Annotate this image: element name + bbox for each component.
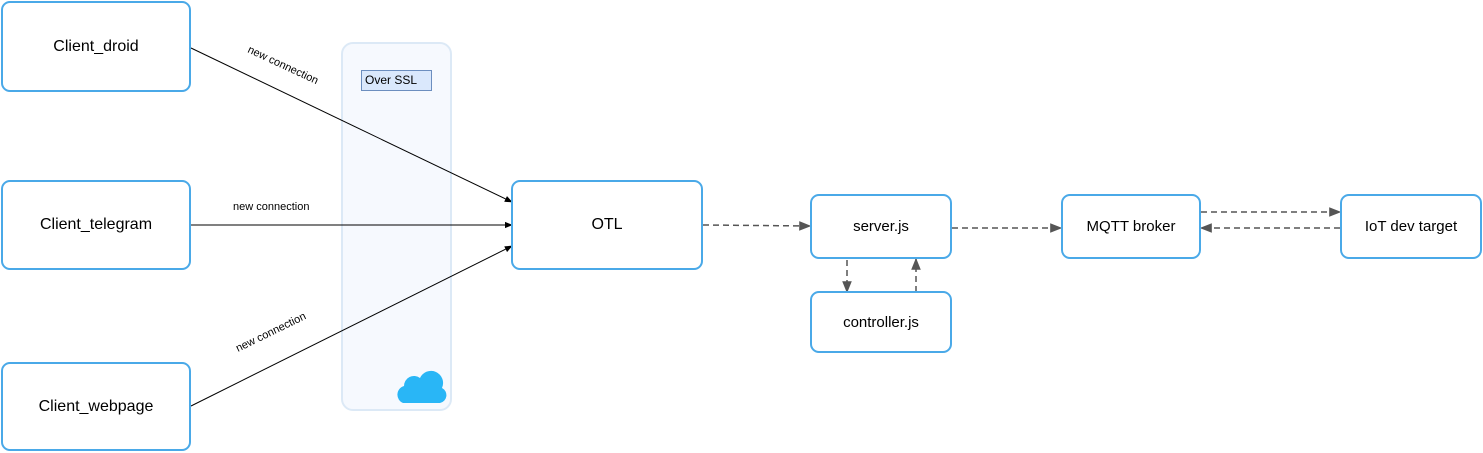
edge-droid-otl bbox=[190, 47, 513, 203]
node-server-js[interactable]: server.js bbox=[810, 194, 952, 259]
node-client-telegram[interactable]: Client_telegram bbox=[1, 180, 191, 270]
node-iot-dev-target[interactable]: IoT dev target bbox=[1340, 194, 1482, 259]
node-controller-js[interactable]: controller.js bbox=[810, 291, 952, 353]
node-otl[interactable]: OTL bbox=[511, 180, 703, 270]
node-mqtt-broker[interactable]: MQTT broker bbox=[1061, 194, 1201, 259]
node-client-droid[interactable]: Client_droid bbox=[1, 1, 191, 92]
edge-label-droid: new connection bbox=[246, 44, 320, 87]
edge-label-webpage: new connection bbox=[234, 310, 308, 354]
ssl-zone bbox=[341, 42, 452, 411]
ssl-label: Over SSL bbox=[361, 70, 432, 91]
cloud-icon bbox=[397, 370, 447, 403]
edge-webpage-otl bbox=[190, 245, 513, 407]
edge-otl-server bbox=[702, 221, 812, 231]
node-client-webpage[interactable]: Client_webpage bbox=[1, 362, 191, 451]
edge-label-telegram: new connection bbox=[233, 201, 309, 213]
